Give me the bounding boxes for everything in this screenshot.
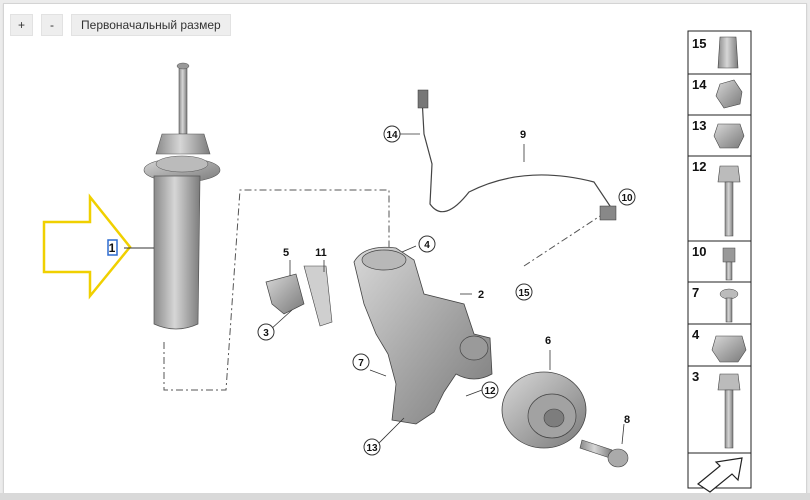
callout-9: 9 bbox=[520, 129, 526, 141]
legend-14: 14 bbox=[692, 77, 707, 92]
legend-4: 4 bbox=[692, 327, 700, 342]
callout-5: 5 bbox=[283, 247, 289, 259]
callout-8: 8 bbox=[624, 414, 630, 426]
legend-3: 3 bbox=[692, 369, 699, 384]
callout-1: 1 bbox=[109, 241, 116, 255]
legend-13: 13 bbox=[692, 118, 706, 133]
parts-diagram: 1 bbox=[42, 30, 752, 493]
callout-6: 6 bbox=[545, 335, 551, 347]
expand-arrow-icon[interactable] bbox=[696, 457, 743, 493]
callout-10: 10 bbox=[621, 193, 633, 204]
callout-7: 7 bbox=[358, 358, 364, 369]
legend-10: 10 bbox=[692, 244, 706, 259]
callout-11: 11 bbox=[315, 247, 327, 259]
parts-legend: 15 14 13 12 10 7 4 3 bbox=[687, 30, 752, 493]
wheel-carrier-part[interactable] bbox=[353, 246, 493, 425]
shock-absorber-part[interactable] bbox=[143, 62, 221, 330]
callout-12: 12 bbox=[484, 386, 496, 397]
callout-3: 3 bbox=[263, 328, 269, 339]
reset-size-button[interactable]: Первоначальный размер bbox=[71, 14, 231, 36]
zoom-out-button[interactable]: - bbox=[41, 14, 64, 36]
zoom-in-button[interactable]: + bbox=[10, 14, 34, 36]
callout-13: 13 bbox=[366, 443, 378, 454]
legend-15: 15 bbox=[692, 36, 706, 51]
wheel-hub-part[interactable] bbox=[501, 371, 587, 449]
zoom-toolbar: + - Первоначальный размер bbox=[10, 14, 231, 36]
callout-4: 4 bbox=[424, 240, 430, 251]
legend-7: 7 bbox=[692, 285, 699, 300]
selected-callout-box bbox=[107, 239, 118, 256]
callout-14: 14 bbox=[386, 130, 398, 141]
horizontal-scrollbar[interactable] bbox=[0, 493, 810, 500]
callout-15: 15 bbox=[518, 288, 530, 299]
pointer-arrow-icon bbox=[42, 193, 132, 300]
legend-12: 12 bbox=[692, 159, 706, 174]
callout-2: 2 bbox=[478, 289, 484, 301]
viewer-frame: + - Первоначальный размер 1 bbox=[3, 3, 807, 494]
